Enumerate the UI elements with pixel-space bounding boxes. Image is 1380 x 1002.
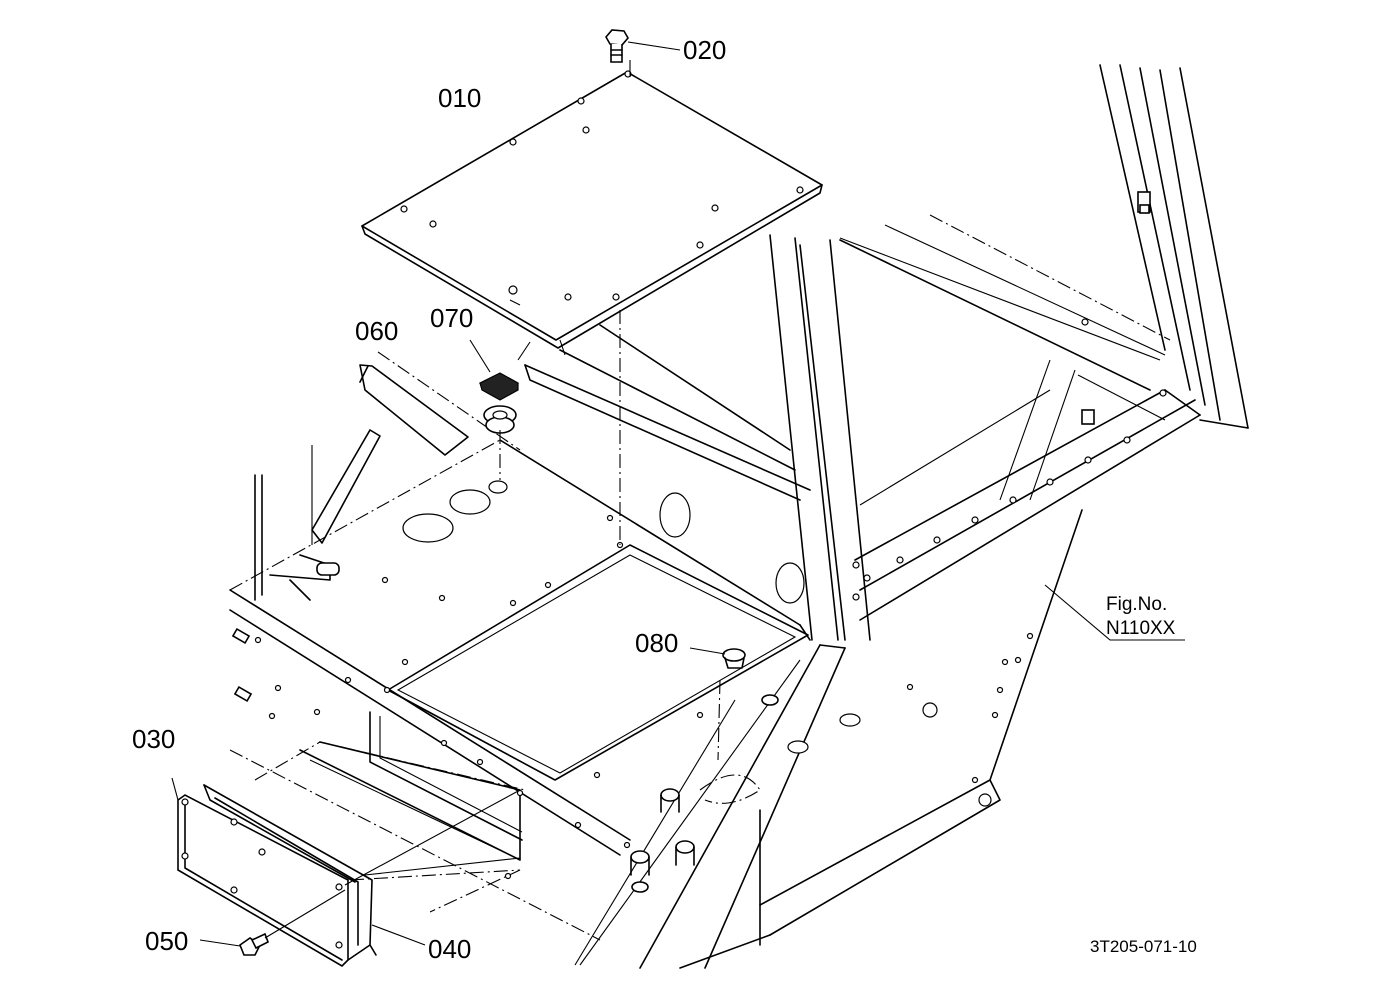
callout-010: 010 — [438, 83, 481, 113]
callout-040: 040 — [428, 934, 471, 964]
callout-070: 070 — [430, 303, 473, 333]
drawing-code: 3T205-071-10 — [1090, 937, 1197, 956]
part-010-cover — [361, 60, 823, 545]
callout-050: 050 — [145, 926, 188, 956]
part-080-plug — [689, 647, 746, 669]
part-050-screw — [199, 889, 346, 956]
part-020-bolt — [605, 29, 681, 63]
callout-080: 080 — [635, 628, 678, 658]
floor-deck — [229, 324, 811, 941]
figure-label: Fig.No. — [1106, 594, 1167, 615]
part-030-cover-plate — [171, 777, 349, 968]
part-060-plate — [359, 351, 521, 456]
callout-060: 060 — [355, 316, 398, 346]
callout-020: 020 — [683, 35, 726, 65]
figure-number: N110XX — [1106, 618, 1176, 639]
cab-frame — [769, 64, 1249, 641]
callout-030: 030 — [132, 724, 175, 754]
side-panel — [574, 509, 1083, 969]
part-070-grommet — [469, 339, 531, 480]
part-040-gasket-frame — [203, 784, 426, 961]
boss-studs — [630, 694, 861, 893]
